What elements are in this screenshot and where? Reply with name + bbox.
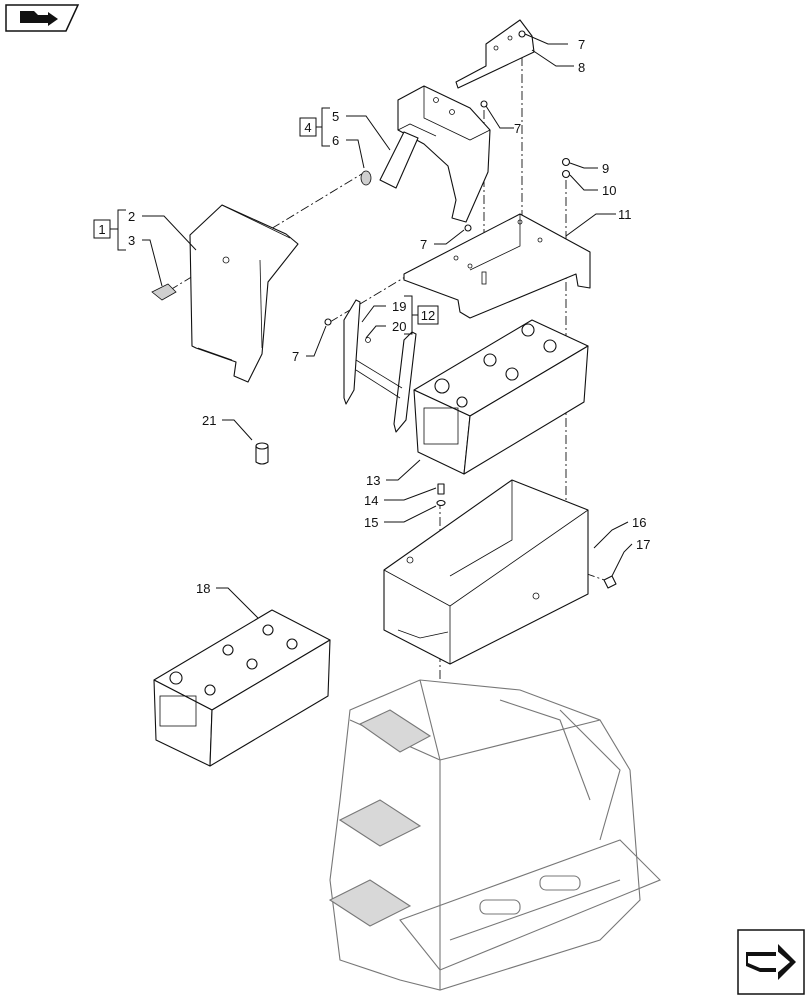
callout-14: 14 (364, 493, 378, 508)
next-page-arrow-icon[interactable] (737, 929, 805, 995)
battery-tray-part-16 (383, 479, 589, 665)
callout-17: 17 (636, 537, 650, 552)
group-box-4: 4 (299, 107, 330, 147)
callout-7a: 7 (578, 37, 585, 52)
retainer-bracket-part-19-20 (343, 299, 417, 433)
step-frame-assembly (328, 679, 661, 991)
battery-part-13 (413, 319, 589, 475)
callout-7c: 7 (420, 237, 427, 252)
callout-labels: 7 8 7 9 10 11 7 5 6 2 3 7 19 20 21 13 14… (128, 37, 650, 596)
knob-part-3 (151, 283, 177, 301)
callout-21: 21 (202, 413, 216, 428)
book-arrow-icon[interactable] (5, 4, 80, 32)
callout-18: 18 (196, 581, 210, 596)
callout-9: 9 (602, 161, 609, 176)
cap-part-21 (255, 442, 269, 465)
svg-text:12: 12 (421, 308, 435, 323)
battery-part-18 (153, 609, 331, 767)
callout-7b: 7 (514, 121, 521, 136)
group-box-1: 1 (93, 209, 126, 251)
cover-bracket-part-5 (379, 85, 491, 223)
support-plate-part-11 (403, 213, 591, 319)
callout-7d: 7 (292, 349, 299, 364)
leader-lines (142, 33, 633, 619)
callout-2: 2 (128, 209, 135, 224)
callout-16: 16 (632, 515, 646, 530)
callout-5: 5 (332, 109, 339, 124)
callout-3: 3 (128, 233, 135, 248)
svg-text:4: 4 (304, 120, 311, 135)
bracket-part-8 (455, 19, 535, 89)
callout-8: 8 (578, 60, 585, 75)
fasteners (324, 30, 617, 589)
battery-cover-part-2 (189, 204, 299, 383)
group-box-12: 12 (404, 295, 439, 335)
callout-13: 13 (366, 473, 380, 488)
callout-15: 15 (364, 515, 378, 530)
callout-6: 6 (332, 133, 339, 148)
knob-part-6 (360, 170, 372, 186)
callout-11: 11 (618, 207, 632, 222)
svg-text:1: 1 (98, 222, 105, 237)
callout-19: 19 (392, 299, 406, 314)
callout-20: 20 (392, 319, 406, 334)
callout-10: 10 (602, 183, 616, 198)
